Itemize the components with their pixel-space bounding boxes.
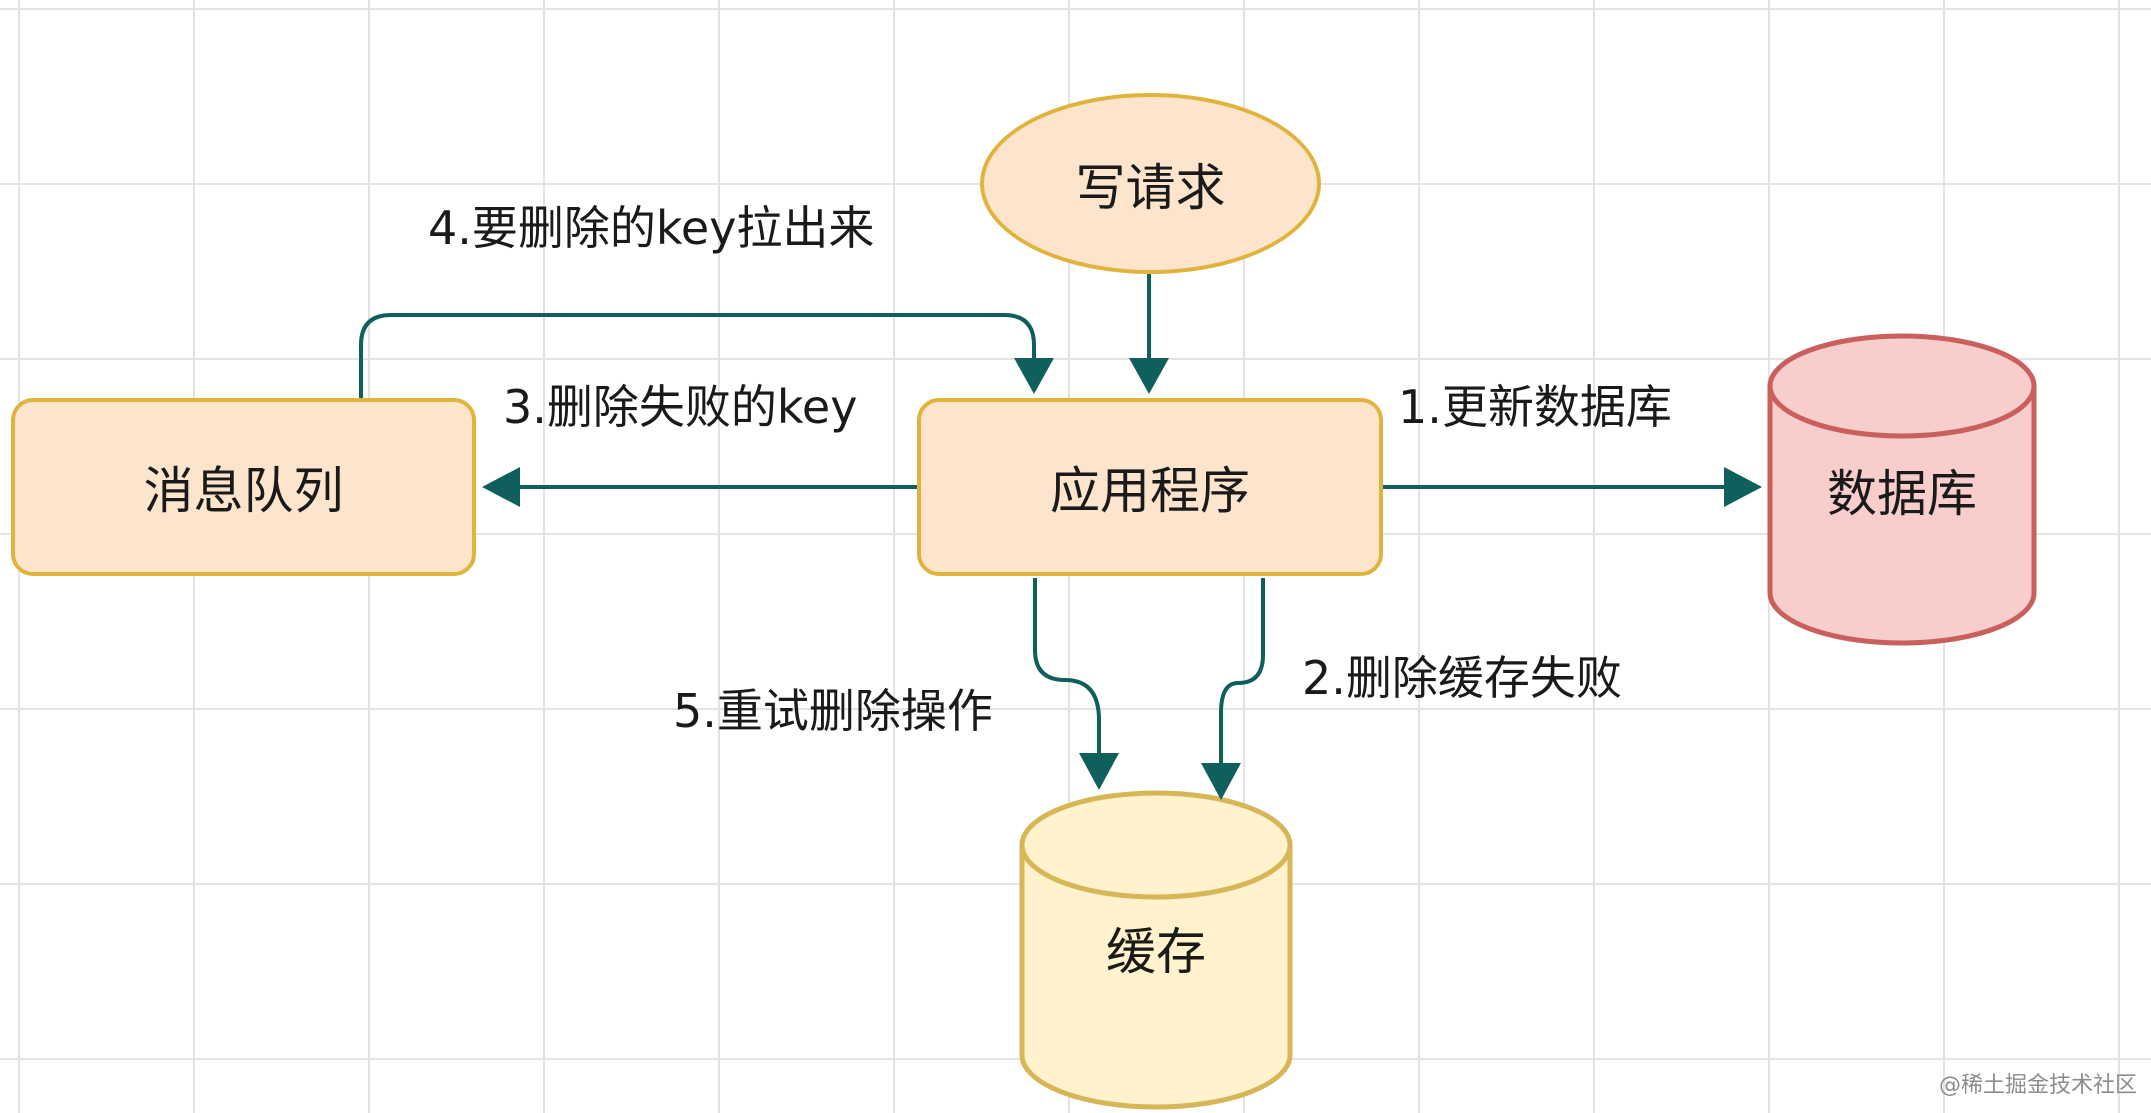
node-application: 应用程序 (917, 398, 1383, 576)
edge-retry-to-cache-arrowhead (1079, 753, 1119, 790)
edge-app-to-queue-arrowhead (482, 467, 520, 507)
edge-label-delete-failed-key: 3.删除失败的key (503, 380, 858, 434)
edge-queue-to-app-arrowhead (1014, 358, 1054, 394)
edge-delete-to-cache-arrowhead (1201, 763, 1241, 800)
edge-label-delete-cache-failed: 2.删除缓存失败 (1302, 651, 1622, 705)
cache-top (1019, 790, 1293, 900)
node-write-request: 写请求 (980, 93, 1321, 274)
node-application-label: 应用程序 (1050, 462, 1250, 520)
edge-app-to-database-arrowhead (1724, 467, 1762, 507)
node-database-label: 数据库 (1827, 465, 1977, 523)
edge-request-to-app-arrowhead (1129, 358, 1169, 394)
edge-retry-to-cache (1033, 578, 1101, 770)
database-top (1767, 333, 2037, 439)
node-message-queue: 消息队列 (11, 398, 476, 576)
watermark: @稀土掘金技术社区 (1938, 1073, 2137, 1098)
node-cache-label: 缓存 (1106, 923, 1206, 981)
edge-label-pull-key: 4.要删除的key拉出来 (428, 201, 875, 255)
edge-label-update-db: 1.更新数据库 (1398, 380, 1672, 434)
edge-delete-to-cache (1219, 578, 1265, 780)
node-write-request-label: 写请求 (1075, 158, 1226, 217)
edge-label-retry-delete: 5.重试删除操作 (673, 684, 993, 738)
node-message-queue-label: 消息队列 (143, 462, 344, 520)
